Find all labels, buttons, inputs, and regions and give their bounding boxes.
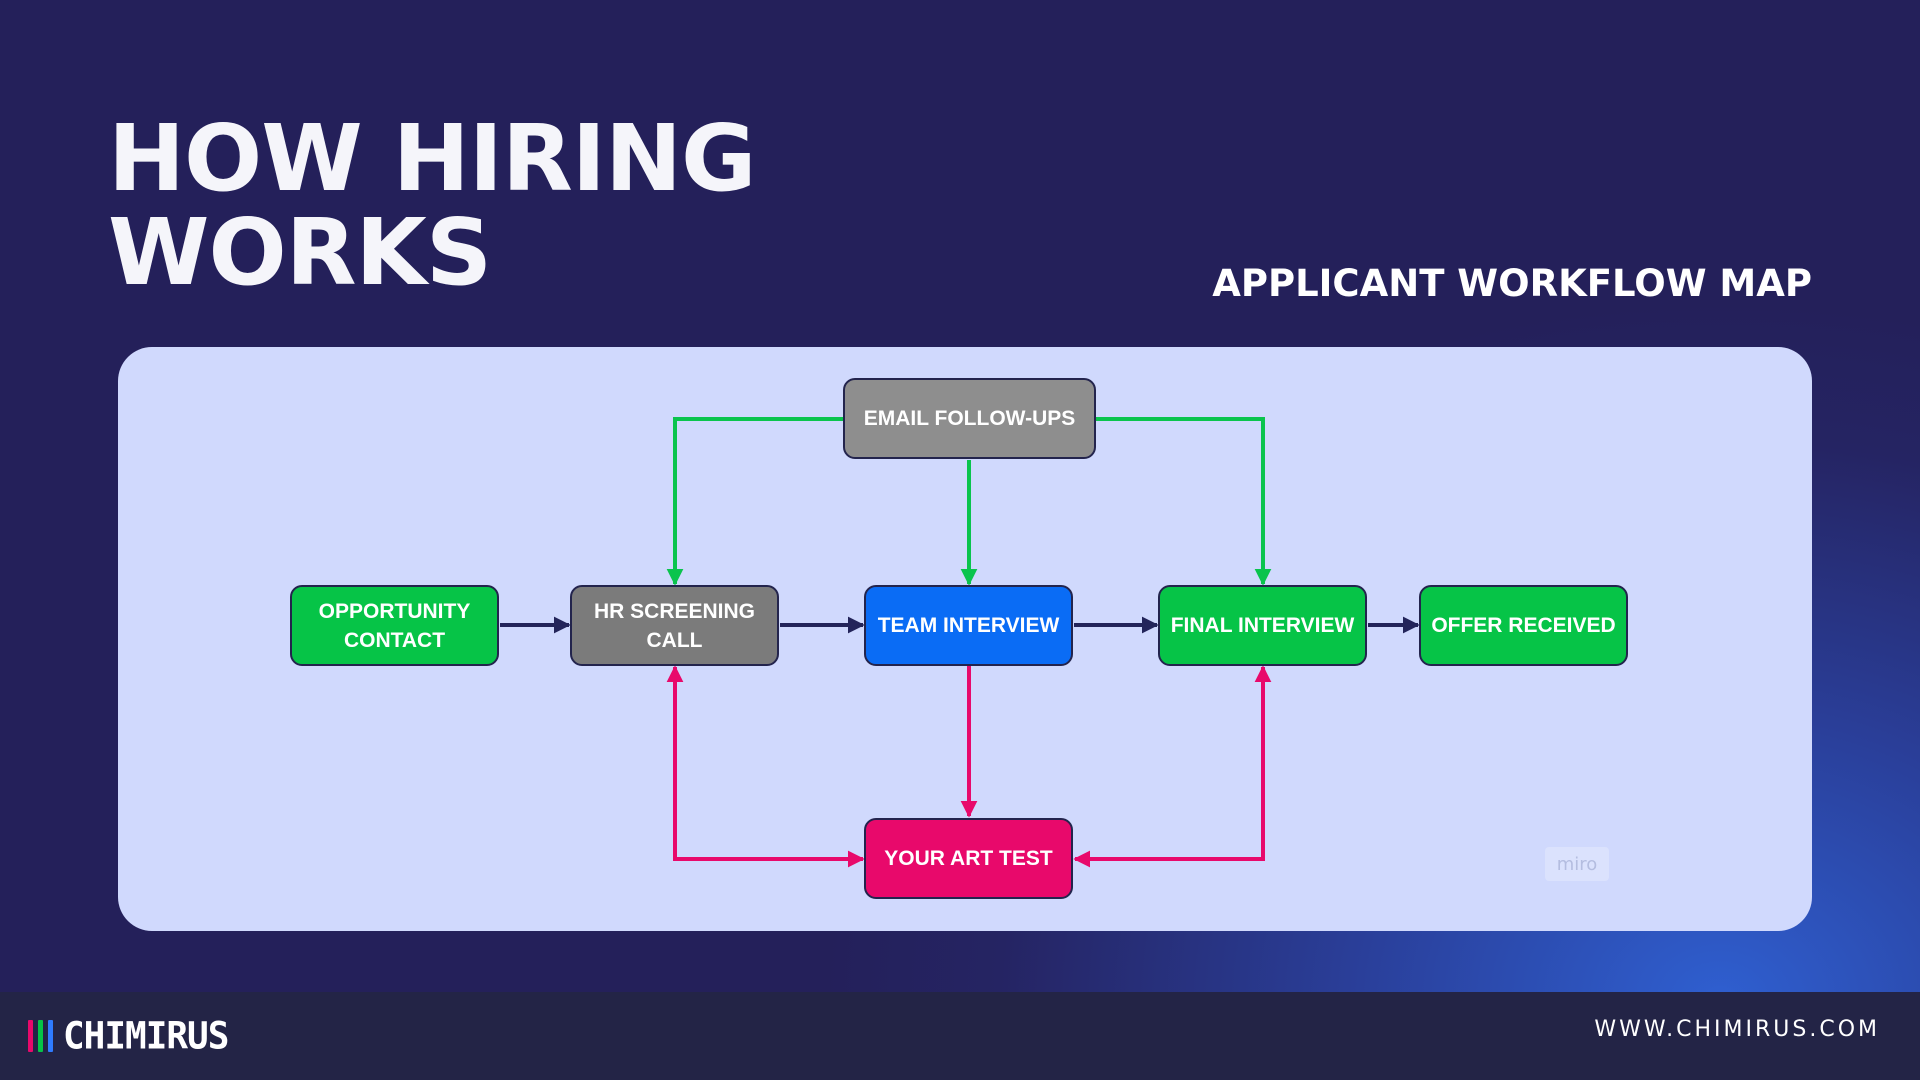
logo-bar-1 [28, 1020, 33, 1052]
workflow-board: EMAIL FOLLOW-UPS OPPORTUNITY CONTACT HR … [118, 347, 1812, 931]
node-your-art-test[interactable]: YOUR ART TEST [864, 818, 1073, 899]
node-team-interview[interactable]: TEAM INTERVIEW [864, 585, 1073, 666]
edge-hr-art-bidirectional [666, 665, 865, 868]
logo-bar-3 [48, 1020, 53, 1052]
logo-bars-icon [28, 1020, 53, 1052]
diagram-subtitle: APPLICANT WORKFLOW MAP [1212, 262, 1812, 305]
node-final-interview[interactable]: FINAL INTERVIEW [1158, 585, 1367, 666]
logo-text: CHIMIRUS [63, 1014, 229, 1058]
page-title: HOW HIRING WORKS [108, 112, 1008, 300]
website-link[interactable]: WWW.CHIMIRUS.COM [1594, 1017, 1880, 1042]
node-label: TEAM INTERVIEW [877, 614, 1060, 637]
node-opportunity-contact[interactable]: OPPORTUNITY CONTACT [290, 585, 499, 666]
node-offer-received[interactable]: OFFER RECEIVED [1419, 585, 1628, 666]
edge-email-to-final [1095, 417, 1272, 586]
node-label: OFFER RECEIVED [1431, 614, 1616, 637]
chimirus-logo[interactable]: CHIMIRUS [28, 1014, 229, 1058]
logo-bar-2 [38, 1020, 43, 1052]
edge-final-art-bidirectional [1073, 665, 1272, 868]
node-label: OPPORTUNITY CONTACT [318, 599, 471, 652]
node-label: YOUR ART TEST [884, 847, 1053, 870]
footer-bar: CHIMIRUS WWW.CHIMIRUS.COM [0, 992, 1920, 1080]
miro-watermark: miro [1545, 847, 1609, 881]
title-line-2: WORKS [108, 199, 492, 306]
edge-email-to-hr [666, 417, 843, 586]
connector-layer [500, 417, 1420, 868]
title-line-1: HOW HIRING [108, 105, 757, 212]
node-label: EMAIL FOLLOW-UPS [863, 407, 1076, 430]
node-email-follow-ups[interactable]: EMAIL FOLLOW-UPS [843, 378, 1096, 459]
node-hr-screening-call[interactable]: HR SCREENING CALL [570, 585, 779, 666]
node-label: FINAL INTERVIEW [1170, 614, 1355, 637]
node-label: HR SCREENING CALL [593, 599, 756, 652]
